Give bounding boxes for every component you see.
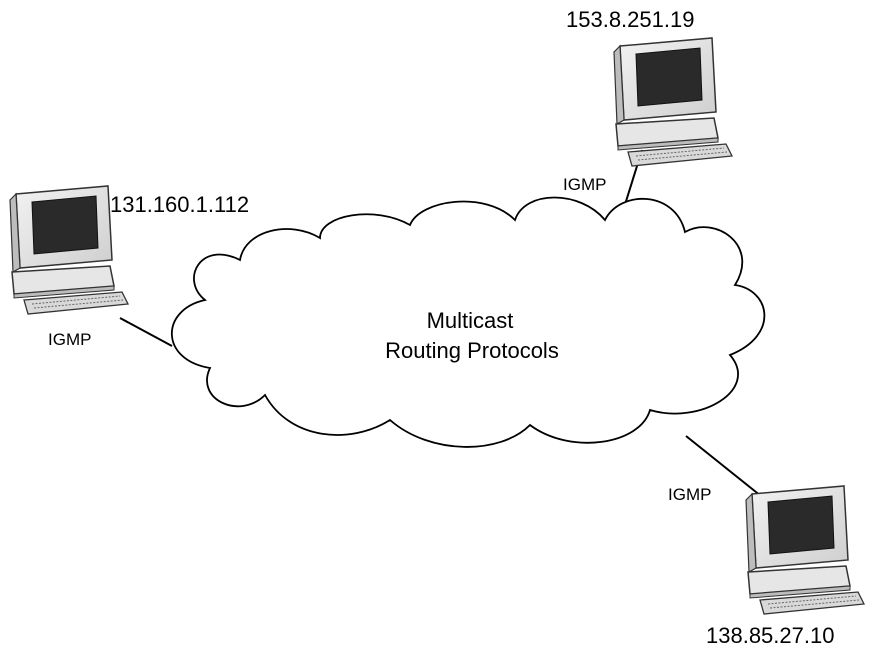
desktop-computer-icon: [613, 37, 733, 167]
link-line-host-3: [685, 435, 767, 501]
link-line-host-1: [119, 317, 173, 347]
host-2-link-label: IGMP: [563, 175, 606, 194]
host-3: 138.85.27.10 IGMP: [668, 485, 865, 648]
multicast-cloud: [171, 196, 766, 448]
desktop-computer-icon: [745, 485, 865, 615]
cloud-label-line-2: Routing Protocols: [385, 338, 559, 363]
host-1-ip: 131.160.1.112: [110, 192, 249, 217]
host-3-link-label: IGMP: [668, 485, 711, 504]
host-2: 153.8.251.19 IGMP: [563, 7, 733, 194]
host-3-ip: 138.85.27.10: [706, 623, 834, 648]
cloud-label-line-1: Multicast: [427, 308, 514, 333]
host-1-link-label: IGMP: [48, 330, 91, 349]
host-1: 131.160.1.112 IGMP: [9, 185, 249, 349]
host-2-ip: 153.8.251.19: [566, 7, 694, 32]
